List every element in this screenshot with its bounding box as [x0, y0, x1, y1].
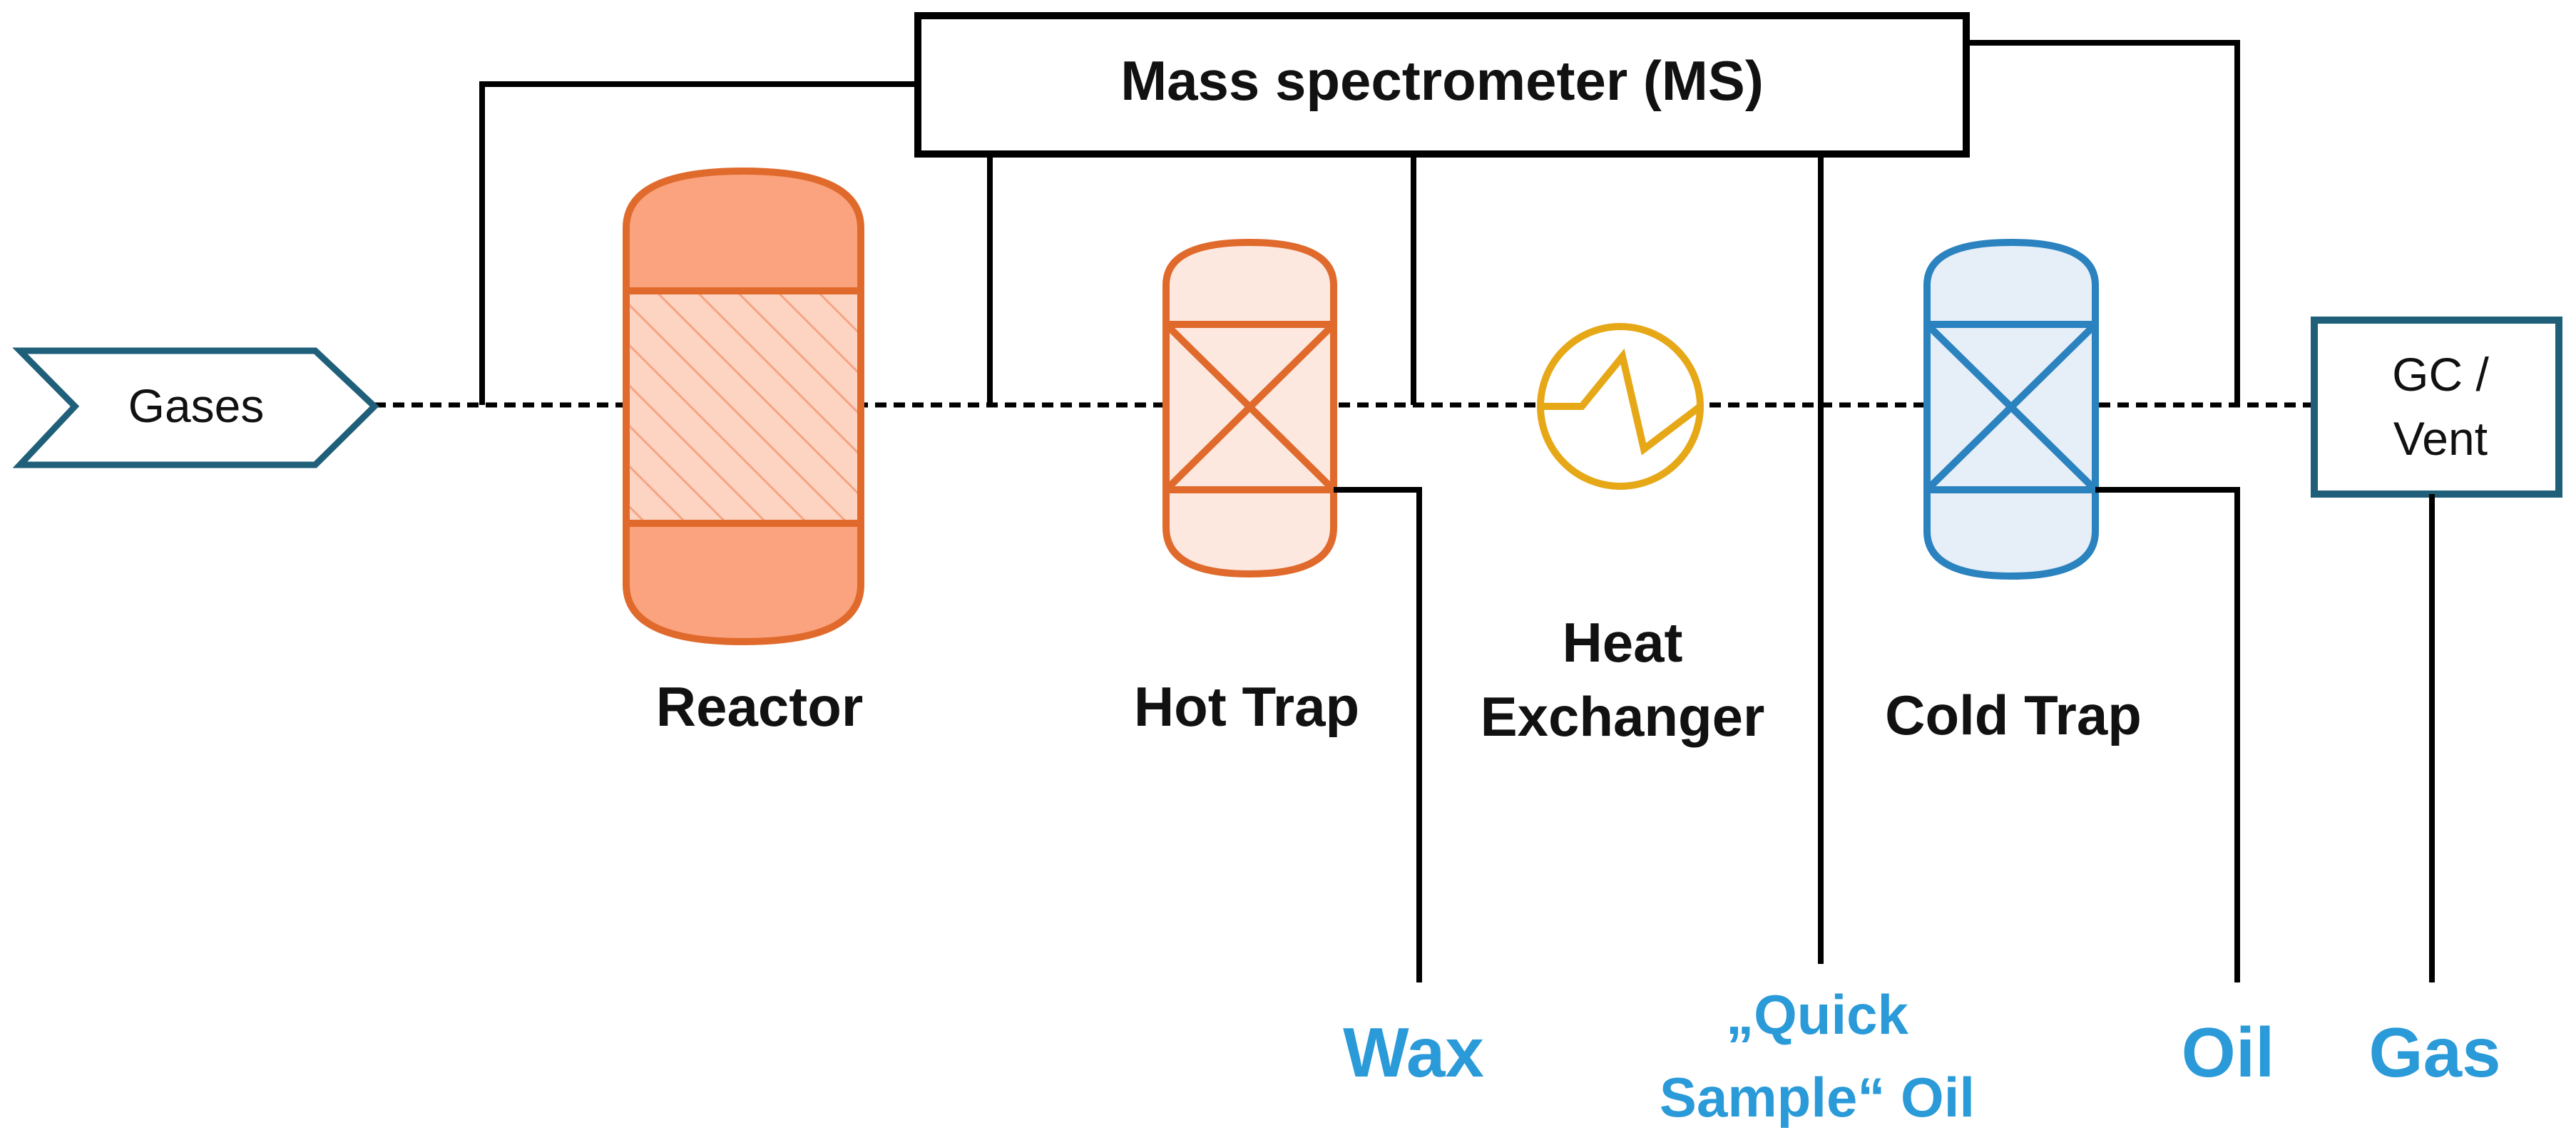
hot-trap: Hot Trap	[1134, 238, 1359, 738]
hot-trap-packing	[1162, 321, 1337, 493]
reactor: Reactor	[623, 167, 864, 738]
bypass-line-gases-to-ms	[479, 81, 919, 405]
gc-vent-label-line1: GC /	[2392, 348, 2489, 401]
cold-trap-outlet-to-ms-line	[1966, 40, 2240, 405]
gc-vent-box	[2311, 317, 2562, 498]
output-oil-label: Oil	[2182, 1013, 2275, 1092]
output-quick-sample-line1: „Quick	[1726, 983, 1908, 1046]
gases-input: Gases	[12, 347, 379, 468]
hot-trap-label: Hot Trap	[1134, 675, 1359, 738]
mass-spectrometer: Mass spectrometer (MS)	[914, 12, 1970, 158]
gases-label: Gases	[128, 379, 265, 432]
output-quick-sample-line2: Sample“ Oil	[1660, 1066, 1975, 1129]
hot-trap-to-wax-line	[1334, 487, 1422, 983]
output-wax-label: Wax	[1343, 1013, 1484, 1092]
cold-trap-to-oil-line	[2095, 487, 2240, 983]
heat-exchanger-label-line2: Exchanger	[1481, 685, 1765, 748]
cold-trap-label: Cold Trap	[1885, 684, 2142, 746]
reactor-label: Reactor	[656, 675, 863, 738]
reactor-catalyst-bed	[623, 287, 864, 527]
gases-chevron-shape	[12, 347, 379, 468]
gc-vent: GC / Vent	[2311, 317, 2562, 498]
gc-vent-label-line2: Vent	[2393, 412, 2488, 465]
ms-label: Mass spectrometer (MS)	[1120, 49, 1764, 112]
cold-trap-cross-b	[1924, 322, 2098, 493]
heat-exchanger: Heat Exchanger	[1481, 323, 1765, 748]
heat-exchanger-coil	[1540, 348, 1703, 456]
heat-exchanger-label-line1: Heat	[1562, 611, 1682, 674]
cold-trap-packing	[1923, 321, 2099, 493]
output-gas-label: Gas	[2368, 1013, 2500, 1092]
cold-trap: Cold Trap	[1885, 238, 2142, 746]
hot-trap-cross-b	[1163, 322, 1336, 493]
ms-box	[914, 12, 1970, 158]
